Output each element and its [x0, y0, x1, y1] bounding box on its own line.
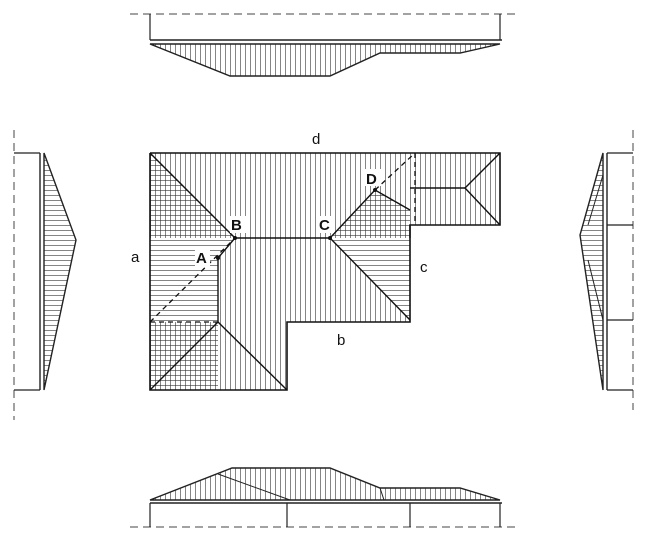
edge-label-a: a — [131, 249, 140, 266]
left-roof-silhouette — [43, 152, 77, 391]
plan-main-slope-top — [150, 153, 410, 238]
plan-outline — [149, 152, 501, 391]
top-elevation — [130, 13, 518, 77]
top-roof-silhouette — [149, 43, 501, 77]
right-hip-line-1 — [587, 174, 604, 226]
right-elevation — [579, 130, 634, 410]
point-c-marker — [328, 236, 332, 240]
dashed-diagonal-a — [149, 237, 236, 323]
hip-d-right — [374, 189, 411, 211]
hip-b-a — [217, 237, 236, 259]
bottom-roof-silhouette — [149, 467, 501, 501]
right-roof-silhouette — [579, 152, 604, 391]
edge-label-d: d — [312, 131, 320, 148]
plan-front-slope — [218, 238, 410, 322]
point-label-c: C — [319, 217, 330, 234]
bottom-step-line — [379, 487, 385, 501]
plan-wing-face — [410, 153, 500, 225]
point-label-d: D — [366, 171, 377, 188]
plan-left-hip-face — [150, 153, 235, 322]
bottom-hip-line — [217, 473, 291, 501]
edge-label-b: b — [337, 332, 345, 349]
point-a-marker — [216, 256, 220, 260]
hip-wing-top — [464, 152, 501, 189]
point-label-b: B — [231, 217, 242, 234]
point-label-a: A — [196, 250, 207, 267]
bottom-elevation — [130, 467, 520, 528]
hip-c-d — [329, 189, 376, 239]
hip-lower-left — [149, 321, 219, 391]
hip-wing-bottom — [464, 187, 501, 226]
left-elevation — [13, 130, 77, 420]
point-d-marker — [373, 188, 377, 192]
plan-c-hip-face — [330, 190, 410, 320]
labels: d a c b A B C D — [129, 131, 428, 349]
dashed-diagonal-d — [374, 152, 416, 191]
right-hip-line-2 — [587, 259, 604, 321]
hip-lower-right — [217, 321, 288, 391]
point-b-marker — [233, 236, 237, 240]
hip-line-left-top — [149, 152, 236, 239]
edge-label-c: c — [420, 259, 428, 276]
hip-c-corner — [329, 237, 411, 321]
roof-plan — [149, 152, 501, 391]
